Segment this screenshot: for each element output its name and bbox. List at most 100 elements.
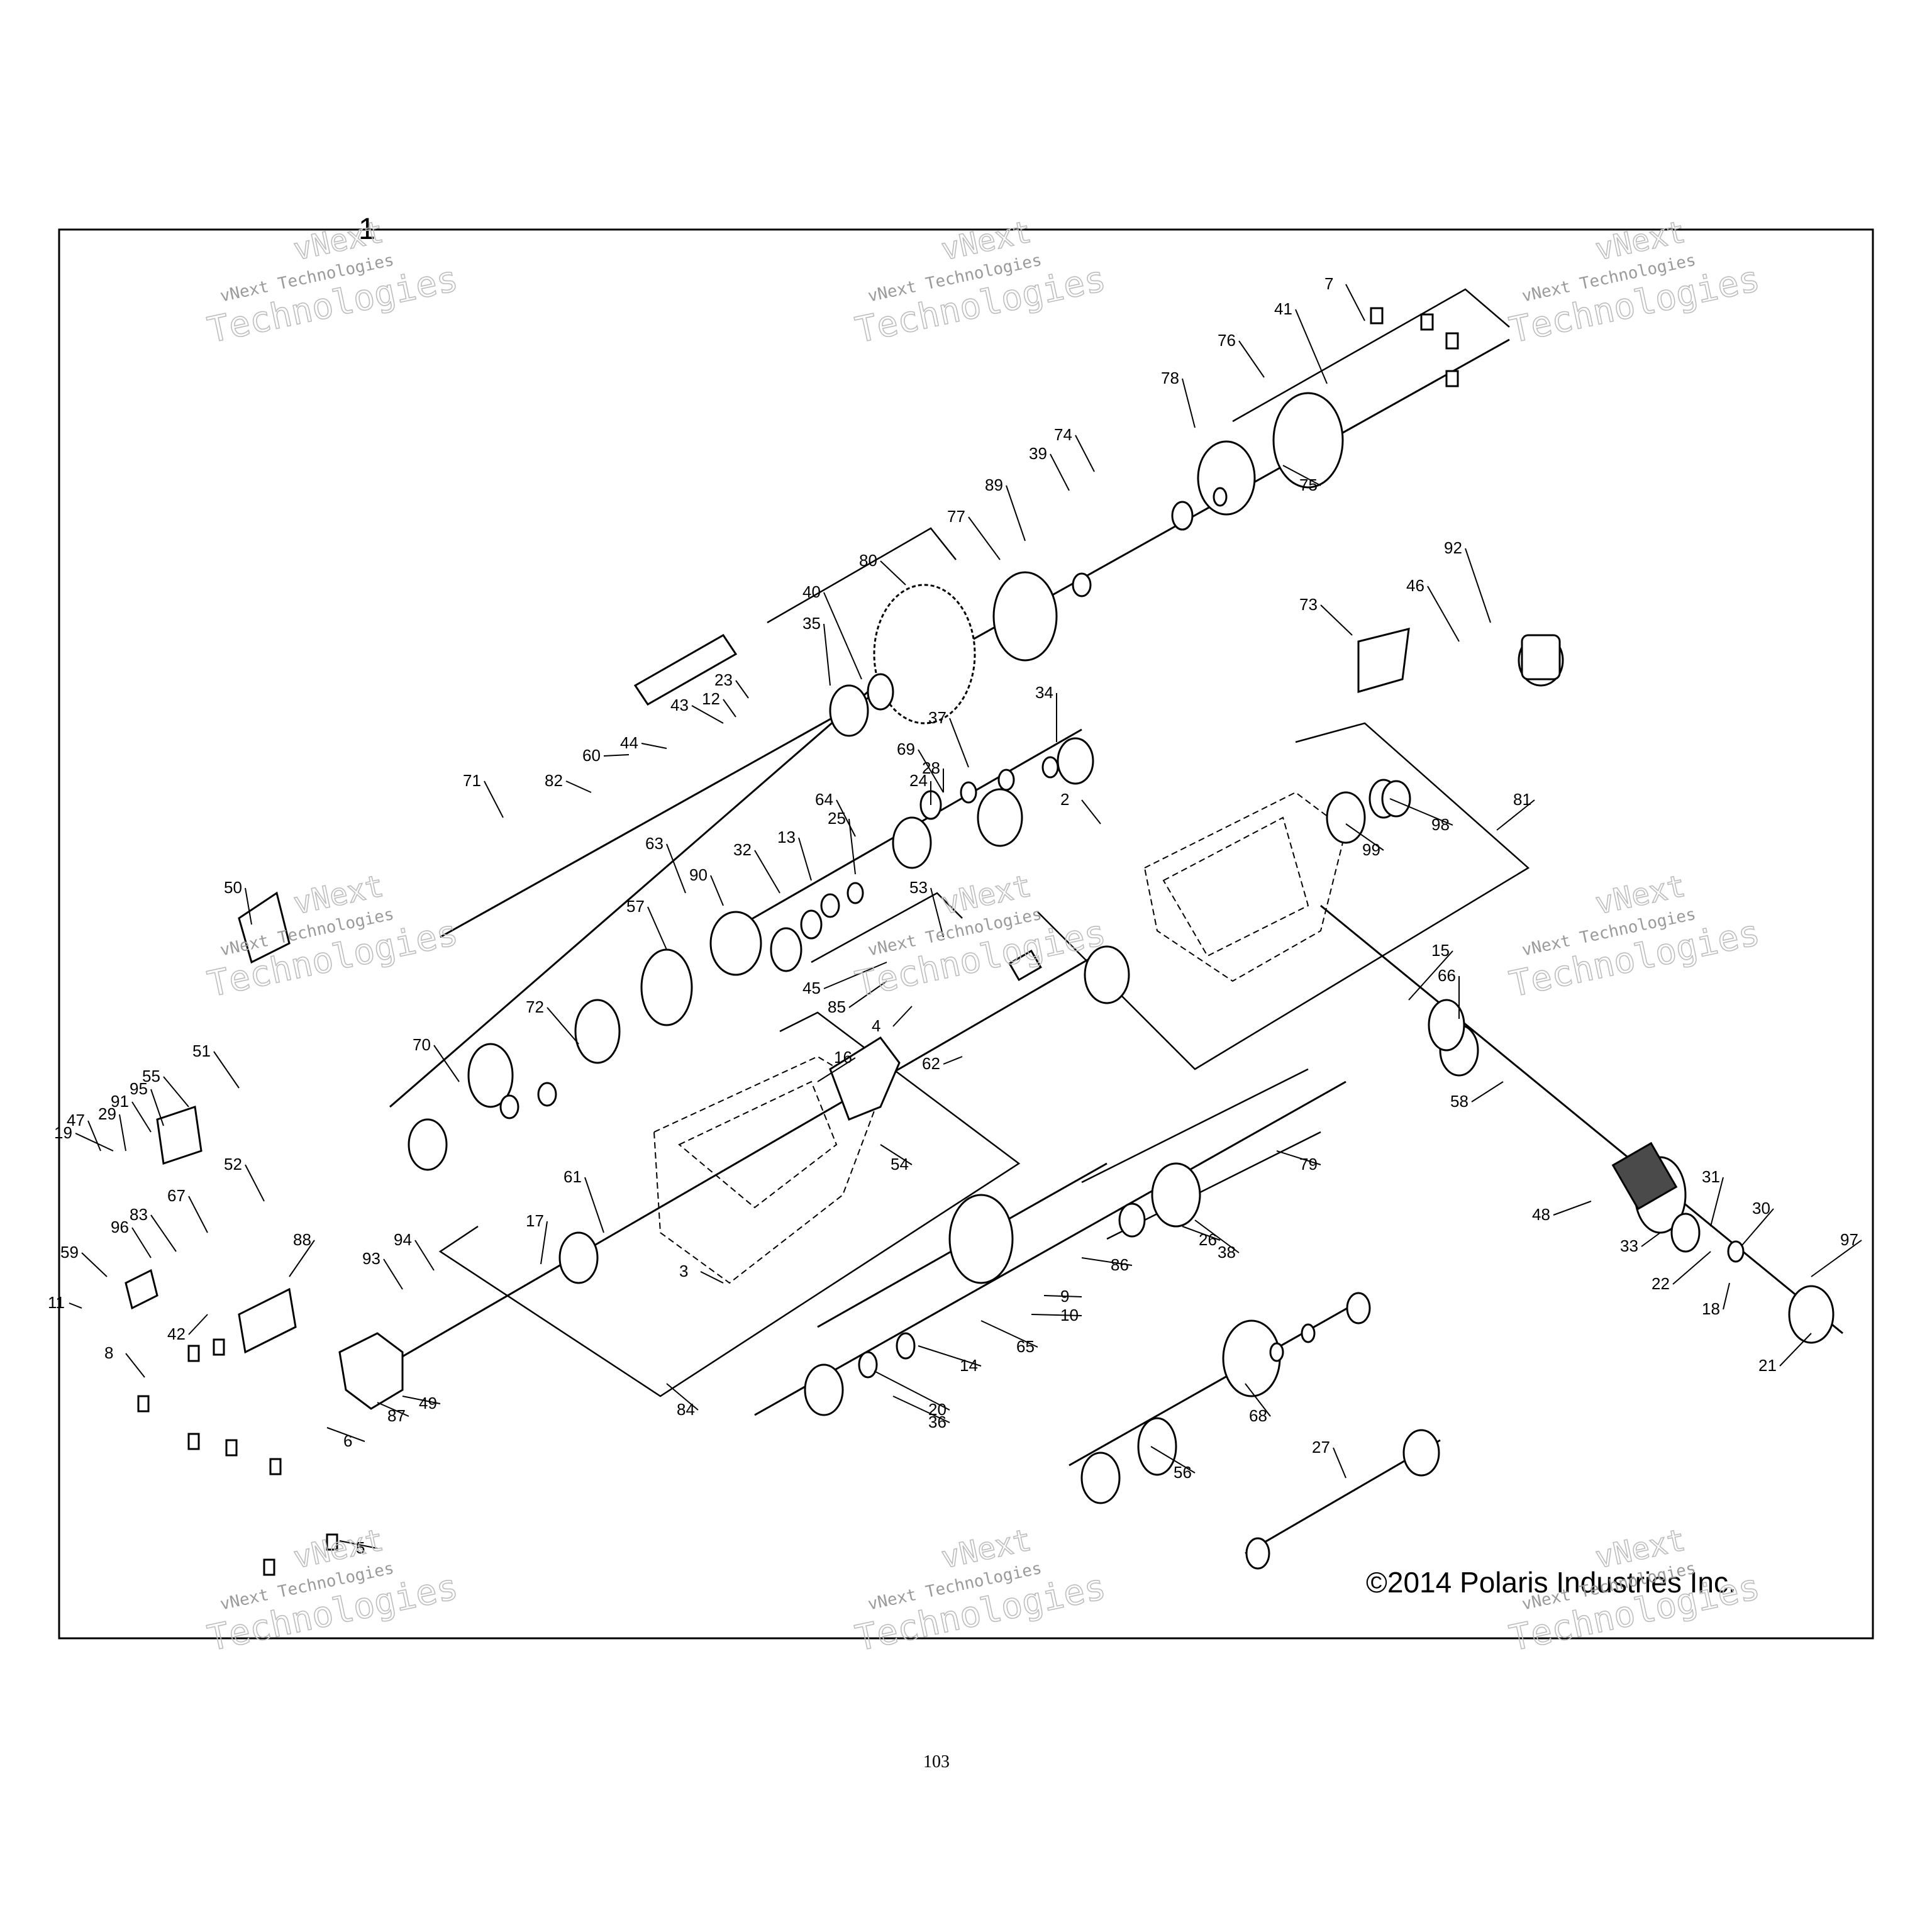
callout-75: 75 [1299, 475, 1318, 494]
callout-leader-59 [81, 1252, 108, 1277]
callout-39: 39 [1029, 444, 1047, 463]
callout-leader-21 [1779, 1333, 1812, 1367]
callout-leader-68 [1245, 1383, 1271, 1417]
callout-leader-77 [968, 516, 1001, 560]
callout-leader-85 [848, 980, 887, 1008]
callout-2: 2 [1060, 790, 1069, 809]
callout-19: 19 [54, 1123, 72, 1142]
callout-leader-42 [188, 1314, 208, 1335]
callout-44: 44 [620, 733, 638, 752]
callout-37: 37 [928, 708, 947, 727]
callout-leader-23 [735, 680, 749, 699]
callout-35: 35 [802, 614, 821, 633]
callout-leader-26 [1182, 1226, 1221, 1241]
callout-leader-95 [150, 1089, 164, 1126]
callout-leader-47 [87, 1120, 101, 1152]
callout-89: 89 [985, 475, 1003, 494]
transmission-case-halves [338, 791, 1347, 1410]
callout-10: 10 [1060, 1306, 1079, 1324]
callout-leader-10 [1031, 1314, 1082, 1316]
callout-leader-22 [1672, 1251, 1711, 1285]
callout-leader-38 [1194, 1219, 1240, 1253]
assembly-number: 1 [358, 213, 375, 246]
callout-45: 45 [802, 979, 821, 997]
callout-7: 7 [1324, 274, 1333, 293]
callout-47: 47 [67, 1111, 85, 1130]
callout-leader-45 [823, 962, 887, 989]
callout-57: 57 [626, 897, 645, 916]
callout-leader-43 [691, 705, 724, 724]
callout-leader-35 [823, 623, 831, 686]
callout-26: 26 [1199, 1230, 1217, 1249]
callout-labels: 2345678910111213141516171819202122232425… [48, 274, 1858, 1557]
callout-3: 3 [679, 1262, 688, 1280]
callout-leader-52 [245, 1164, 265, 1202]
callout-87: 87 [387, 1406, 406, 1425]
callout-82: 82 [545, 771, 563, 790]
callout-leader-20 [874, 1370, 950, 1411]
callout-leader-50 [245, 887, 252, 925]
callout-leader-78 [1182, 378, 1196, 428]
callout-leader-90 [710, 875, 724, 906]
callout-69: 69 [897, 740, 915, 758]
callout-77: 77 [947, 507, 965, 526]
callout-85: 85 [828, 997, 846, 1016]
callout-leader-57 [647, 906, 667, 950]
callout-leader-33 [1641, 1232, 1661, 1247]
callout-53: 53 [909, 878, 928, 897]
callout-leader-14 [918, 1345, 982, 1367]
callout-96: 96 [111, 1218, 129, 1236]
callout-32: 32 [733, 840, 752, 859]
callout-41: 41 [1274, 299, 1292, 318]
callout-leader-72 [547, 1007, 579, 1045]
callout-leader-46 [1427, 586, 1460, 642]
callout-leader-11 [69, 1302, 82, 1309]
callout-65: 65 [1016, 1337, 1035, 1356]
callout-leader-51 [213, 1051, 240, 1089]
callout-67: 67 [167, 1186, 186, 1205]
callout-27: 27 [1312, 1438, 1330, 1457]
callout-20: 20 [928, 1400, 947, 1419]
callout-leader-4 [892, 1006, 913, 1027]
callout-leader-7 [1345, 284, 1365, 321]
callout-36: 36 [928, 1413, 947, 1431]
callout-leader-76 [1238, 340, 1265, 378]
callout-94: 94 [394, 1230, 412, 1249]
callout-leader-61 [584, 1177, 604, 1233]
callout-95: 95 [130, 1079, 148, 1098]
callout-66: 66 [1438, 966, 1456, 985]
callout-29: 29 [98, 1104, 116, 1123]
callout-leader-74 [1075, 435, 1095, 472]
callout-leader-16 [817, 1057, 856, 1082]
callout-leader-69 [918, 749, 944, 793]
callout-98: 98 [1431, 815, 1450, 834]
callout-leader-89 [1006, 485, 1026, 541]
callout-leader-49 [402, 1396, 441, 1404]
callout-leader-54 [880, 1144, 913, 1165]
callout-73: 73 [1299, 595, 1318, 614]
callout-88: 88 [293, 1230, 311, 1249]
callout-49: 49 [419, 1394, 437, 1413]
callout-leader-37 [949, 718, 969, 768]
callout-leader-18 [1723, 1282, 1730, 1310]
callout-23: 23 [714, 670, 733, 689]
callout-18: 18 [1702, 1299, 1720, 1318]
callout-55: 55 [142, 1067, 160, 1085]
callout-leader-15 [1408, 950, 1453, 1001]
callout-59: 59 [60, 1243, 79, 1262]
callout-leader-75 [1282, 465, 1321, 486]
callout-leader-86 [1081, 1257, 1133, 1266]
callout-21: 21 [1758, 1356, 1777, 1375]
callout-24: 24 [909, 771, 928, 790]
callout-76: 76 [1218, 331, 1236, 350]
callout-28: 28 [922, 758, 940, 777]
callout-leader-48 [1553, 1201, 1592, 1216]
callout-leader-13 [798, 837, 812, 881]
callout-leader-65 [980, 1320, 1038, 1348]
callout-12: 12 [702, 689, 720, 708]
